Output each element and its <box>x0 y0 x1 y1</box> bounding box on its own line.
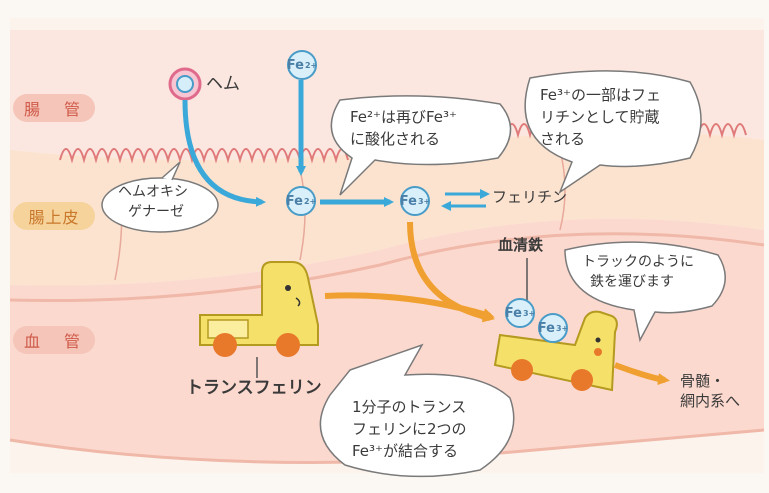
binding-text-3: Fe³⁺が結合する <box>352 442 458 460</box>
truck-bubble <box>564 241 726 343</box>
layer-tag-blood-vessel: 血 管 <box>13 326 95 354</box>
oxidation-bubble <box>330 95 512 196</box>
truck-text-1: トラックのように <box>582 254 694 270</box>
layer-tag-epithelium: 腸上皮 <box>13 202 95 230</box>
heme-oxygenase-label-1: ヘムオキシ <box>118 184 188 200</box>
heme-label: ヘム <box>206 74 240 94</box>
ferritin-storage-text-2: リチンとして貯蔵 <box>540 108 660 126</box>
heme-to-fe2-arrow <box>182 99 266 207</box>
marrow-label-1: 骨髄・ <box>680 372 726 390</box>
oxidation-text-2: に酸化される <box>350 130 441 148</box>
ferritin-storage-text-3: される <box>540 130 586 148</box>
layer-tag-intestine: 腸 管 <box>13 94 95 122</box>
heme-oxygenase-bubble <box>101 177 219 233</box>
to-marrow-arrow <box>613 362 670 386</box>
transferrin-truck-empty <box>199 261 319 357</box>
binding-text-1: 1分子のトランス <box>352 398 467 416</box>
ferritin-label: フェリチン <box>492 188 568 206</box>
binding-bubble <box>319 343 515 478</box>
oxidation-text-1: Fe²⁺は再びFe³⁺ <box>350 108 457 126</box>
ferritin-storage-bubble <box>524 70 702 194</box>
transferrin-label: トランスフェリン <box>186 378 322 398</box>
vessel-wall-top <box>9 232 765 303</box>
heme-oxygenase-label-2: ゲナーゼ <box>128 204 184 220</box>
ferritin-storage-text-1: Fe³⁺の一部はフェ <box>540 86 661 104</box>
truck-text-2: 鉄を運びます <box>590 274 674 290</box>
marrow-label-2: 網内系へ <box>680 392 741 410</box>
binding-text-2: フェリンに2つの <box>352 420 467 438</box>
serum-iron-label: 血清鉄 <box>498 236 544 254</box>
transferrin-truck-loaded <box>493 310 618 392</box>
transferrin-path-arrow <box>324 292 495 320</box>
